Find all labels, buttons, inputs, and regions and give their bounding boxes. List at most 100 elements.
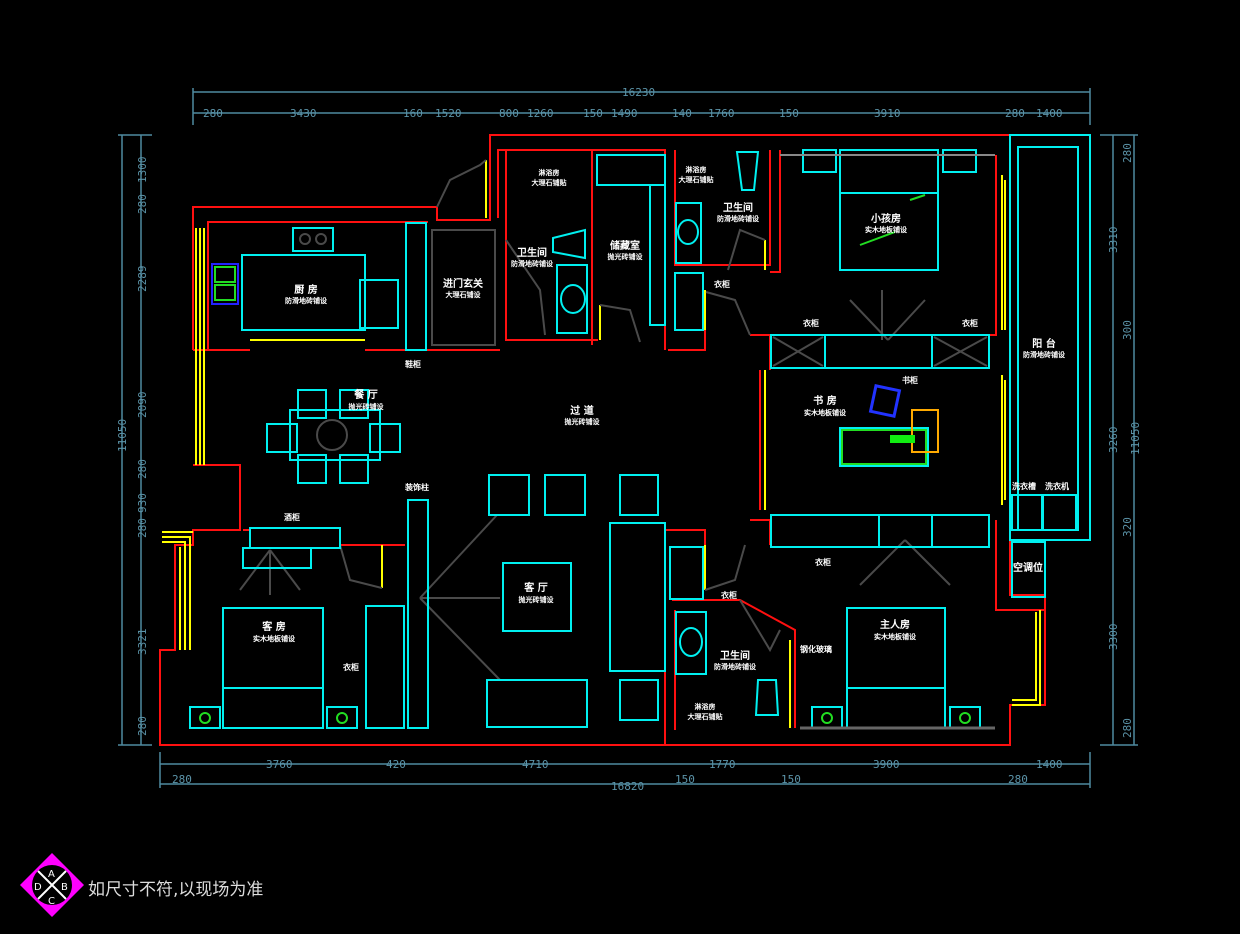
dim-left: 1300 [136, 157, 149, 184]
dim-top: 1760 [708, 107, 735, 120]
dim-top: 140 [672, 107, 692, 120]
dim-bottom: 280 [1008, 773, 1028, 786]
room-shower2-name: 淋浴房 [686, 165, 707, 174]
dim-top: 1400 [1036, 107, 1063, 120]
stove-icon [292, 227, 334, 252]
room-living-name: 客 厅 [523, 581, 547, 594]
dimension-texts: 16230 280 3430 160 1520 800 1260 150 149… [116, 86, 1142, 793]
dim-left: 280 [136, 459, 149, 479]
room-entrance-name: 进门玄关 [443, 277, 483, 290]
dim-right: 3300 [1107, 624, 1120, 651]
dim-left: 280 [136, 716, 149, 736]
dim-top: 160 [403, 107, 423, 120]
dim-top: 1260 [527, 107, 554, 120]
dim-top: 150 [583, 107, 603, 120]
dim-bottom: 1770 [709, 758, 736, 771]
dim-top-total: 16230 [622, 86, 655, 99]
label-wardrobe: 衣柜 [803, 318, 819, 328]
room-shower3-name: 淋浴房 [695, 702, 716, 711]
room-corridor-name: 过 道 [570, 404, 593, 417]
dim-left: 280 [136, 518, 149, 538]
room-master-name: 主人房 [880, 618, 910, 631]
room-kitchen-floor: 防滑地砖铺设 [285, 296, 328, 305]
dim-right: 320 [1121, 517, 1134, 537]
dim-bottom: 3760 [266, 758, 293, 771]
windows [162, 160, 1041, 728]
room-bath1-name: 卫生间 [517, 246, 547, 259]
room-guest-floor: 实木地板铺设 [253, 634, 296, 643]
dim-top: 800 [499, 107, 519, 120]
room-balcony-name: 阳 台 [1032, 337, 1055, 350]
label-glass: 钢化玻璃 [800, 644, 832, 654]
label-wardrobe: 衣柜 [721, 590, 737, 600]
dimension-lines [118, 88, 1138, 788]
dim-left: 3321 [136, 629, 149, 656]
dim-bottom: 280 [172, 773, 192, 786]
dim-bottom: 150 [781, 773, 801, 786]
room-entrance-floor: 大理石铺设 [446, 290, 482, 299]
dim-top: 1490 [611, 107, 638, 120]
room-shower2-floor: 大理石铺贴 [679, 175, 714, 184]
room-study-floor: 实木地板铺设 [804, 408, 847, 417]
dim-right-total: 11050 [1129, 422, 1142, 455]
dining-table [289, 409, 381, 461]
dim-left: 930 [136, 493, 149, 513]
dim-bottom: 4710 [522, 758, 549, 771]
logo-letter-c: C [48, 896, 55, 907]
room-study-name: 书 房 [813, 394, 836, 407]
room-master-floor: 实木地板铺设 [874, 632, 917, 641]
dim-left: 280 [136, 194, 149, 214]
dim-left-total: 11050 [116, 419, 129, 452]
dim-top: 3430 [290, 107, 317, 120]
room-shower3-floor: 大理石铺贴 [688, 712, 723, 721]
sink-icon [211, 263, 239, 305]
dim-bottom: 1400 [1036, 758, 1063, 771]
label-wine-cabinet: 酒柜 [284, 512, 300, 522]
room-storage-name: 储藏室 [609, 239, 640, 252]
room-shower1-name: 淋浴房 [539, 168, 560, 177]
label-washer: 洗衣机 [1045, 481, 1069, 491]
footer-note: 如尺寸不符,以现场为准 [88, 880, 264, 900]
dim-bottom: 420 [386, 758, 406, 771]
dim-top: 150 [779, 107, 799, 120]
annotation-labels: 鞋柜 衣柜 衣柜 衣柜 书柜 洗衣槽 洗衣机 空调位 装饰柱 酒柜 衣柜 衣柜 … [284, 279, 1069, 672]
label-wash-sink: 洗衣槽 [1012, 481, 1036, 491]
label-ac: 空调位 [1013, 561, 1043, 574]
dim-bottom: 150 [675, 773, 695, 786]
dim-top: 280 [1005, 107, 1025, 120]
logo-letter-d: D [34, 882, 42, 893]
room-bath3-name: 卫生间 [720, 649, 750, 662]
dim-right: 280 [1121, 718, 1134, 738]
dim-top: 3910 [874, 107, 901, 120]
room-dining-floor: 抛光砖铺设 [349, 402, 385, 411]
room-bath2-floor: 防滑地砖铺设 [717, 214, 760, 223]
dim-left: 2090 [136, 392, 149, 419]
room-living-floor: 抛光砖铺设 [519, 595, 555, 604]
kitchen-counter [241, 254, 366, 331]
label-deco-column: 装饰柱 [404, 482, 429, 492]
dim-top: 280 [203, 107, 223, 120]
coffee-table [502, 562, 572, 632]
label-wardrobe: 衣柜 [815, 557, 831, 567]
dim-bottom-total: 16820 [611, 780, 644, 793]
label-wardrobe: 衣柜 [962, 318, 978, 328]
abcd-logo: A B C D [20, 853, 84, 917]
room-bath3-floor: 防滑地砖铺设 [714, 662, 757, 671]
dim-right: 3310 [1107, 227, 1120, 254]
room-shower1-floor: 大理石铺贴 [532, 178, 567, 187]
guest-bed [222, 607, 324, 729]
dim-right: 280 [1121, 143, 1134, 163]
dim-right: 3260 [1107, 427, 1120, 454]
dim-right: 300 [1121, 320, 1134, 340]
logo-letter-a: A [48, 869, 55, 880]
room-bath1-floor: 防滑地砖铺设 [511, 259, 554, 268]
room-bath2-name: 卫生间 [723, 201, 753, 214]
room-balcony-floor: 防滑地砖铺设 [1023, 350, 1066, 359]
room-kids-floor: 实木地板铺设 [865, 225, 908, 234]
room-storage-floor: 抛光砖铺设 [608, 252, 644, 261]
room-labels: 厨 房 防滑地砖铺设 进门玄关 大理石铺设 淋浴房 大理石铺贴 卫生间 防滑地砖… [253, 165, 1066, 721]
furniture [189, 134, 1091, 730]
dim-left: 2289 [136, 266, 149, 293]
label-shoe-cabinet: 鞋柜 [405, 359, 421, 369]
